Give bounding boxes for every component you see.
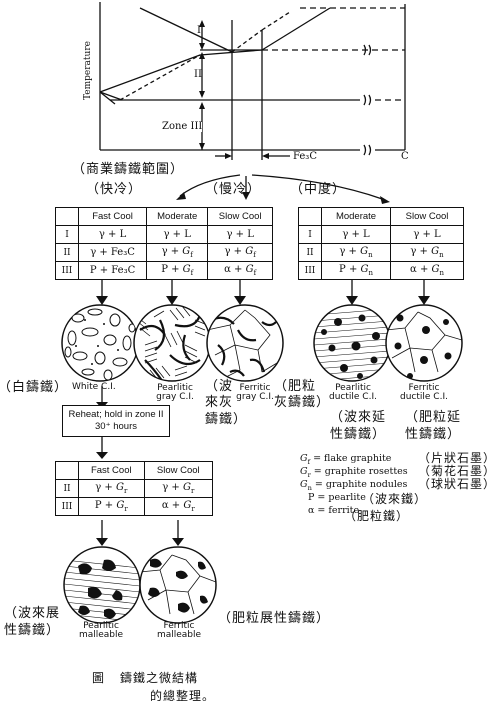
- branch-fast-cool: （快冷）: [86, 182, 143, 197]
- header-fast-cool: Fast Cool: [78, 461, 145, 480]
- ferritic-gray-ci-label: Ferritic gray C.I.: [236, 383, 274, 402]
- pearlitic-ductile-ci-zh: （波來延性鑄鐵）: [330, 410, 387, 442]
- legend-item: Gf = flake graphite （片狀石墨）: [300, 452, 498, 465]
- phase-cell: α + Gf: [207, 261, 273, 280]
- phase-cell: P + Fe₃C: [77, 261, 148, 280]
- table-row: III P + Gr α + Gr: [55, 497, 214, 516]
- micrograph-pearlitic-gray-ci: [133, 304, 211, 382]
- phase-cell: α + Gr: [143, 497, 214, 516]
- pearlitic-malleable-zh: （波來展性鑄鐵）: [4, 606, 61, 638]
- legend-item: Gn = graphite nodules （球狀石墨）: [300, 478, 498, 491]
- table-corner: [55, 461, 79, 480]
- legend-zh: （肥粒鐵）: [344, 509, 410, 523]
- table-malleable-cast-iron: Fast Cool Slow Cool II γ + Gr γ + Gr III…: [55, 461, 214, 516]
- phase-cell: γ + Gr: [78, 479, 145, 498]
- legend-zh: （菊花石墨）: [418, 464, 497, 478]
- branch-moderate: （中度）: [290, 182, 347, 197]
- ferritic-ductile-ci-zh: （肥粒延性鑄鐵）: [405, 410, 462, 442]
- table-row: II γ + Gn γ + Gn: [298, 243, 464, 262]
- phase-cell: γ + Gn: [320, 243, 392, 262]
- table-row: III P + Gn α + Gn: [298, 261, 464, 280]
- legend-symbol-text: Gf = flake graphite: [300, 453, 392, 466]
- zone-cell: III: [55, 497, 79, 516]
- micrograph-ferritic-gray-ci: [206, 304, 284, 382]
- ferritic-ductile-ci-label: Ferritic ductile C.I.: [400, 383, 448, 402]
- zone-label-iii: Zone III: [162, 121, 203, 132]
- table-gray-cast-iron: Fast Cool Moderate Slow Cool I γ + L γ +…: [55, 207, 273, 280]
- phase-cell: γ + Gr: [143, 479, 214, 498]
- phase-cell: P + Gn: [320, 261, 392, 280]
- micrograph-ferritic-ductile-ci: [385, 304, 463, 382]
- legend-symbol-text: α = ferrite: [308, 505, 360, 516]
- white-ci-label: White C.I.: [72, 382, 116, 392]
- zone-label-i: I: [197, 25, 201, 36]
- phase-cell: α + Gn: [390, 261, 464, 280]
- table-row: III P + Fe₃C P + Gf α + Gf: [55, 261, 273, 280]
- phase-diagram: [99, 2, 406, 160]
- phase-cell: P + Gr: [78, 497, 145, 516]
- legend-item: Gr = graphite rosettes （菊花石墨）: [300, 465, 498, 478]
- table-row: II γ + Fe₃C γ + Gf γ + Gf: [55, 243, 273, 262]
- figure-caption-line1: 鑄鐵之微結構: [120, 671, 199, 685]
- legend: Gf = flake graphite （片狀石墨） Gr = graphite…: [300, 452, 498, 522]
- legend-item: P = pearlite （波來鐵）: [300, 491, 498, 506]
- ferritic-gray-ci-zh: （肥粒灰鑄鐵）: [274, 379, 331, 411]
- micrograph-pearlitic-ductile-ci: [313, 304, 391, 382]
- branch-slow-cool: （慢冷）: [205, 182, 262, 197]
- legend-symbol-text: Gr = graphite rosettes: [300, 466, 408, 479]
- pearlitic-malleable-label: Pearlitic malleable: [78, 621, 124, 640]
- x-label-fe3c: Fe₃C: [293, 151, 317, 162]
- micrograph-pearlitic-malleable: [63, 546, 141, 624]
- pearlitic-gray-ci-label: Pearlitic gray C.I.: [156, 383, 194, 402]
- pearlitic-ductile-ci-label: Pearlitic ductile C.I.: [329, 383, 377, 402]
- table-ductile-cast-iron: Moderate Slow Cool I γ + L γ + L II γ + …: [298, 207, 464, 280]
- legend-zh: （波來鐵）: [362, 492, 428, 506]
- micrograph-white-ci: [61, 304, 139, 382]
- table-row: I γ + L γ + L: [298, 225, 464, 244]
- zone-cell: III: [55, 261, 79, 280]
- pearlitic-gray-ci-zh: （波來灰鑄鐵）: [205, 379, 248, 427]
- zone-label-ii: II: [194, 69, 202, 80]
- phase-cell: P + Gf: [146, 261, 209, 280]
- table-row: II γ + Gr γ + Gr: [55, 479, 214, 498]
- legend-symbol-text: P = pearlite: [308, 492, 366, 503]
- reheat-box: Reheat; hold in zone II 30⁺ hours: [62, 405, 170, 437]
- header-slow-cool: Slow Cool: [143, 461, 214, 480]
- legend-zh: （片狀石墨）: [418, 451, 497, 465]
- micrograph-ferritic-malleable: [139, 546, 217, 624]
- ferritic-malleable-label: Ferritic malleable: [156, 621, 202, 640]
- figure-caption-prefix: 圖: [92, 671, 106, 685]
- legend-symbol-text: Gn = graphite nodules: [300, 479, 408, 492]
- x-label-c: C: [401, 151, 409, 162]
- zone-cell: II: [55, 479, 79, 498]
- figure-caption-line2: 的總整理。: [150, 689, 216, 703]
- legend-zh: （球狀石墨）: [418, 477, 497, 491]
- commercial-range-caption: （商業鑄鐵範圍）: [72, 162, 185, 177]
- ferritic-malleable-zh: （肥粒展性鑄鐵）: [218, 611, 331, 626]
- legend-item: α = ferrite （肥粒鐵）: [300, 504, 498, 522]
- white-ci-zh: （白鑄鐵）: [0, 380, 69, 395]
